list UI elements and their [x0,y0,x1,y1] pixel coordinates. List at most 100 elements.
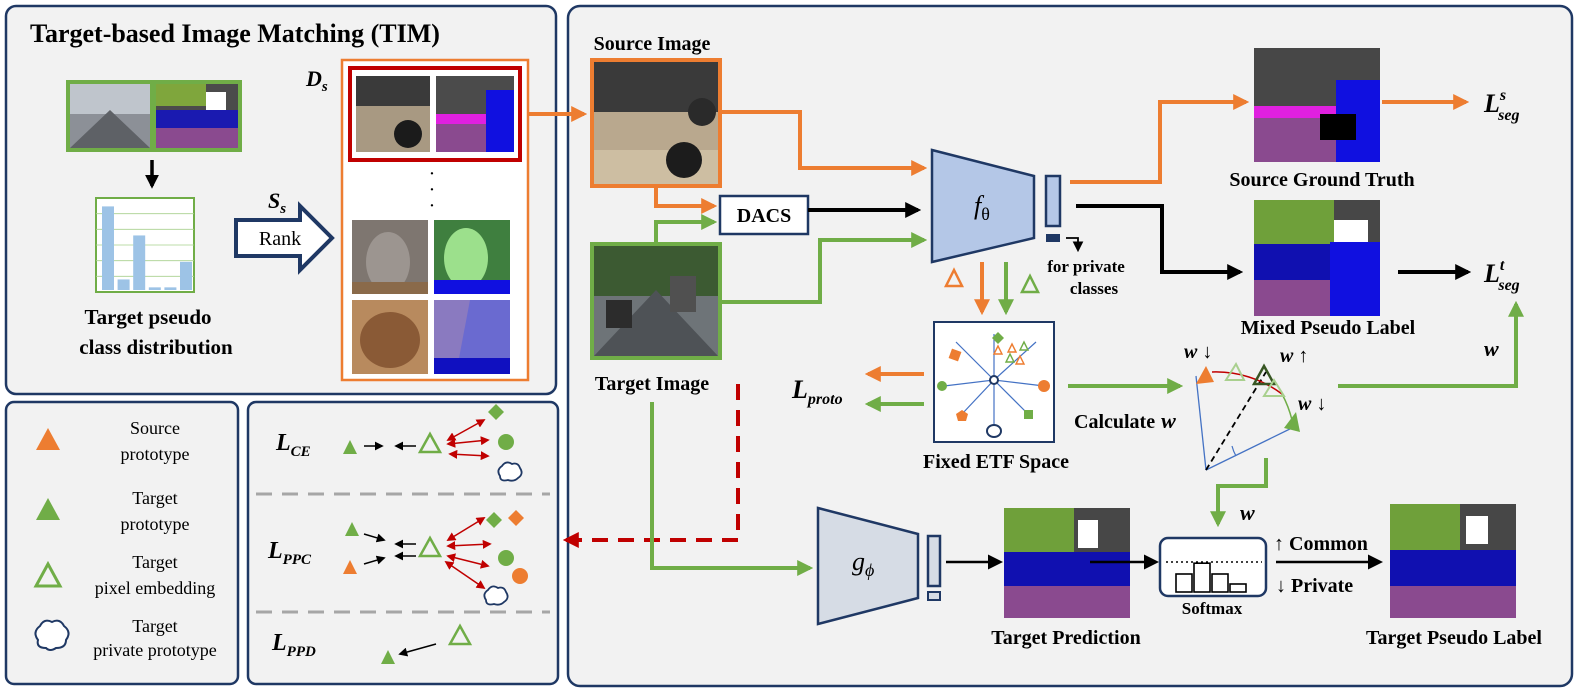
ce-red-arrow-2 [446,436,490,448]
ce-target-proto [343,440,357,454]
target-prediction-label: Target Prediction [991,627,1140,649]
l-proto: Lproto [791,375,843,408]
target-to-encoder-arrow [722,232,928,304]
softmax-label: Softmax [1182,599,1243,618]
hist-bar [164,287,177,290]
mixed-pseudo-label-image [1254,200,1380,316]
target-image [590,242,722,360]
softmax-bar [1193,562,1211,593]
calc-to-softmax-arrow [1210,458,1268,528]
ppc-embedding [417,535,443,558]
encoder-to-gt-arrow [1070,94,1250,184]
g-phi-feature [926,534,942,588]
rank-arrow [234,201,335,275]
ppc-cloud [483,585,509,606]
legend-source-prototype-icon [36,428,60,450]
ppc-orange-diamond [508,510,524,526]
etf-label: Fixed ETF Space [923,451,1069,473]
rank-label: Rank [259,228,301,250]
ppc-red-dashed-arrow [562,384,740,548]
target-image-label: Target Image [595,373,709,395]
ppc-red-arrow-2 [446,539,492,551]
etf-source-marker [943,267,965,288]
legend-pixel-line1: Target [132,552,177,572]
ds-lion-pair [352,300,510,374]
etf-center [989,375,999,385]
legend-pixel-line2: pixel embedding [95,578,215,598]
target-pseudo-label: Target Pseudo Label [1366,627,1542,649]
legend-private-line1: Target [132,616,177,636]
weight-geometry [1195,361,1300,471]
ds-label: Ds [305,66,328,95]
target-to-dacs-arrow [654,214,718,242]
target-to-gphi-arrow [650,402,814,576]
legend-target-prototype-icon [36,498,60,520]
g-phi-label: gϕ [852,547,874,580]
tim-title: Target-based Image Matching (TIM) [30,19,440,48]
private-classes-arrow [1066,237,1084,253]
w-to-lsegt-arrow [1338,300,1524,388]
private-label: ↓ Private [1276,575,1353,597]
encoder-to-mixed-arrow [1076,204,1244,280]
hist-bar [117,279,130,290]
etf-orange-pentagon [956,410,968,421]
ppd-target-proto [381,650,395,664]
softmax-bar [1229,583,1247,593]
hist-bar [180,261,192,290]
target-prediction-image [1004,508,1130,618]
mixed-pseudo-label: Mixed Pseudo Label [1241,317,1416,339]
source-to-encoder-arrow [722,110,928,176]
legend-private-line2: private prototype [93,640,216,660]
ds-ellipsis-2: · [429,179,436,201]
w-down-2: w ↓ [1298,393,1326,415]
l-ce: LCE [275,430,311,460]
softmax-bar [1211,573,1229,593]
source-to-dacs-arrow [654,188,718,214]
source-ground-truth-image [1254,48,1380,162]
source-image [590,58,722,188]
tim-target-pair [66,80,242,152]
ds-cat-pair [352,220,510,294]
ppc-green-circle [498,550,514,566]
dacs-label: DACS [737,205,791,227]
ppd-embedding [447,623,473,646]
etf-embeddings [992,340,1030,365]
ppc-source-proto [343,560,357,574]
ce-red-arrow-3 [448,449,490,461]
ppd-arrow [398,643,437,657]
etf-source-square [948,348,962,362]
g-phi-private-feature [927,591,941,601]
f-theta-feature [1044,174,1062,228]
etf-target-marker [1019,273,1041,294]
w-up: w ↑ [1280,345,1308,367]
ce-circle [498,434,514,450]
legend-private-prototype-icon [34,619,70,651]
ss-label: Ss [268,188,286,217]
ppc-red-arrow-4 [444,560,486,590]
target-pseudo-label-image [1390,504,1516,618]
ppc-green-diamond [486,512,502,528]
l-ppc: LPPC [267,538,312,568]
legend-panel [4,400,240,686]
ppc-black-arrow-3 [363,555,386,565]
private-classes-line1: for private [1047,257,1125,276]
ppc-orange-circle [512,568,528,584]
ds-top-ranked-pair [348,66,522,162]
distribution-label-line1: Target pseudo [85,305,212,329]
ds-ellipsis-3: · [429,195,436,217]
source-image-label: Source Image [594,33,711,55]
dacs-box [718,194,810,236]
etf-orange-circle [1038,380,1050,392]
g-phi-network [816,506,920,626]
ce-embedding [417,431,443,454]
ds-ellipsis-1: · [429,163,436,185]
ce-diamond [488,404,504,420]
ppc-red-arrow-1 [446,517,486,541]
etf-green-square [1024,410,1033,419]
hist-bar [133,235,146,290]
hist-bar [148,287,161,290]
